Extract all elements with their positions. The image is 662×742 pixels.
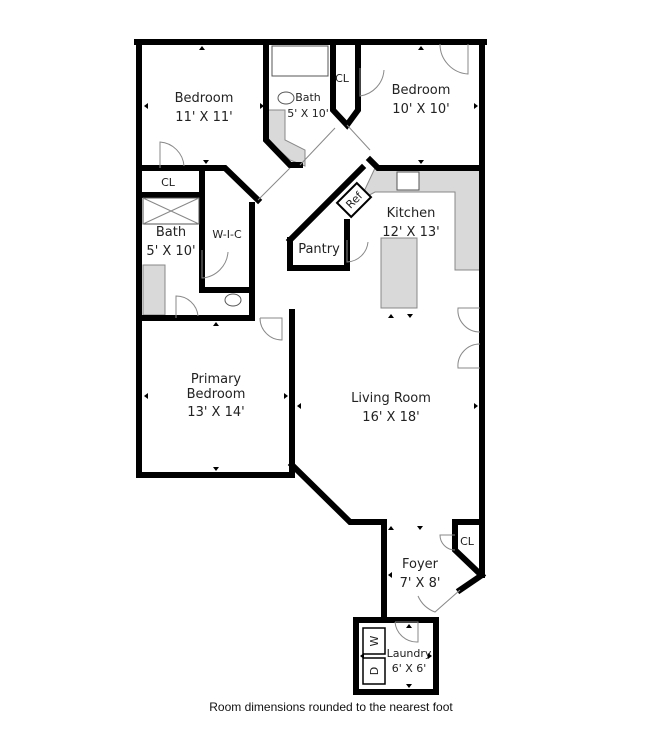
svg-text:W-I-C: W-I-C [212,228,242,241]
svg-text:Bedroom: Bedroom [392,83,451,98]
bath2-vanity [142,264,166,316]
svg-text:D: D [368,667,381,675]
svg-text:5' X 10': 5' X 10' [146,244,195,259]
svg-text:CL: CL [335,72,350,85]
svg-text:Bath: Bath [156,225,186,240]
svg-text:W: W [368,635,381,646]
svg-text:Laundry: Laundry [387,647,432,660]
svg-text:Pantry: Pantry [298,242,340,257]
svg-text:16' X 18': 16' X 18' [362,410,419,425]
svg-text:CL: CL [460,535,475,548]
svg-text:Primary: Primary [191,372,242,387]
room-name: Bedroom [175,91,234,106]
room-labels: Bedroom 11' X 11' Bath 5' X 10' CL Bedro… [146,72,474,675]
svg-text:Kitchen: Kitchen [387,206,436,221]
washer: W [362,627,386,655]
svg-text:7' X 8': 7' X 8' [400,576,441,591]
svg-text:13' X 14': 13' X 14' [187,405,244,420]
svg-text:Bedroom: Bedroom [187,387,246,402]
room-dims: 11' X 11' [175,110,232,125]
windows [136,39,485,695]
toilet [224,293,242,307]
svg-text:Living Room: Living Room [351,391,431,406]
svg-text:10' X 10': 10' X 10' [392,102,449,117]
toilet [277,91,295,105]
shower [142,197,200,225]
svg-text:Foyer: Foyer [402,557,439,572]
svg-text:6' X 6': 6' X 6' [392,662,427,675]
doors [159,43,481,643]
walls [134,39,487,695]
dimension-markers [144,46,478,688]
svg-text:Bath: Bath [295,91,321,104]
refrigerator: Ref [335,181,373,219]
stove [396,171,420,191]
svg-text:12' X 13': 12' X 13' [382,225,439,240]
svg-text:CL: CL [161,176,176,189]
svg-text:5' X 10': 5' X 10' [287,107,329,120]
dryer: D [362,657,386,685]
bathtub [271,45,329,77]
dimensions-note: Room dimensions rounded to the nearest f… [209,700,453,714]
kitchen-counters [358,167,481,309]
